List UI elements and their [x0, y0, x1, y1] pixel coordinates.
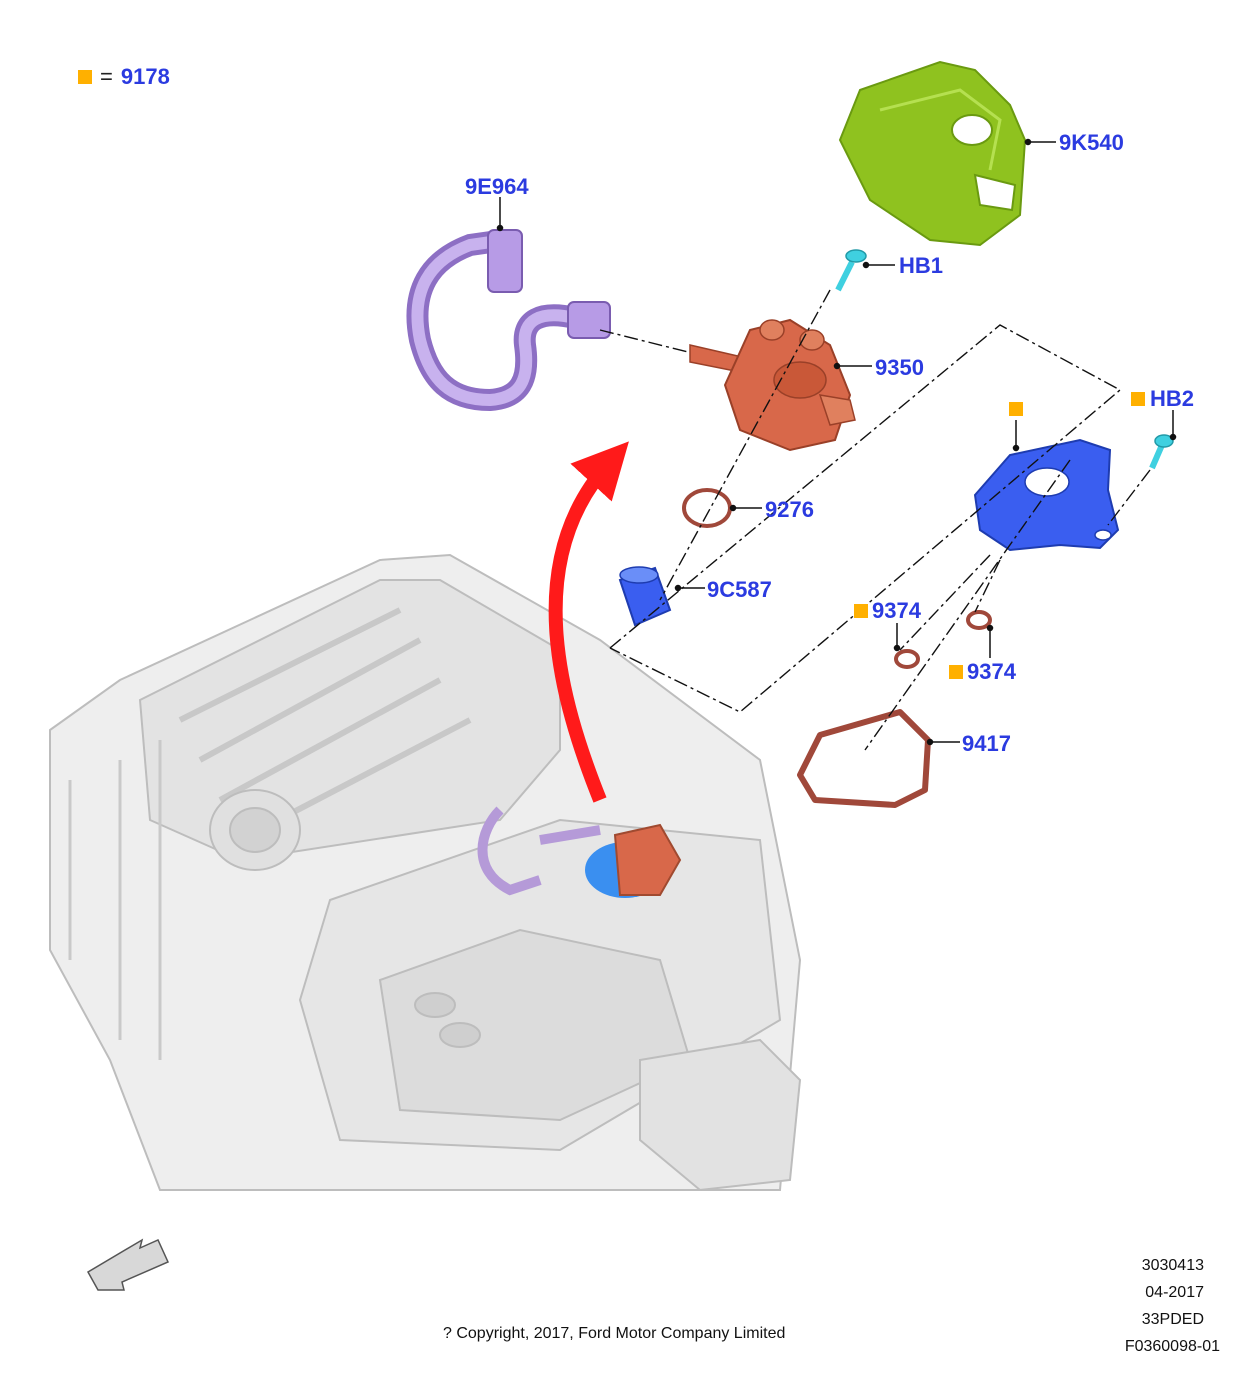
marker-9374-lower-label: [949, 665, 963, 679]
marker-adapter-plate: [1009, 402, 1023, 416]
bolt-HB1: [835, 249, 867, 292]
callout-9350: 9350: [875, 355, 924, 380]
installation-arrow: [548, 441, 629, 803]
legend-marker: [78, 70, 92, 84]
bolt-HB2: [1149, 434, 1174, 470]
callout-HB1: HB1: [899, 253, 944, 278]
callout-9C587: 9C587: [707, 577, 772, 602]
drawing-metadata: 3030413 04-2017 33PDED F0360098-01: [1125, 1252, 1220, 1360]
marker-HB2: [1131, 392, 1145, 406]
engine-assembly: [49, 553, 802, 1192]
high-pressure-pump-9350: [689, 318, 856, 452]
drawing-date: 04-2017: [1145, 1284, 1204, 1301]
callout-9276: 9276: [765, 497, 814, 522]
pump-cover-9K540: [838, 60, 1027, 247]
copyright-notice: ? Copyright, 2017, Ford Motor Company Li…: [443, 1325, 786, 1342]
gasket-9417: [797, 709, 931, 808]
tappet-9C587: [618, 566, 672, 627]
o-ring-9276: [682, 488, 732, 528]
drawing-code: 33PDED: [1141, 1311, 1204, 1328]
seal-9374-upper: [966, 610, 992, 630]
callout-9K540: 9K540: [1059, 130, 1124, 155]
installed-pump: [477, 806, 682, 898]
legend-part-number: 9178: [120, 64, 170, 89]
legend: = 9178: [78, 64, 170, 90]
fuel-hose-9E964: [406, 229, 611, 412]
assembly-center-lines: [599, 289, 1151, 751]
callout-HB2: HB2: [1150, 386, 1195, 411]
leader-lines: [496, 138, 1177, 746]
marker-9374-upper-label: [854, 604, 868, 618]
callout-9374-b: 9374: [967, 659, 1016, 684]
callout-9E964: 9E964: [465, 174, 529, 199]
callout-9374-a: 9374: [872, 598, 921, 623]
figure-id: F0360098-01: [1124, 1338, 1220, 1355]
orientation-arrow-icon: [86, 1238, 169, 1291]
drawing-number: 3030413: [1141, 1257, 1204, 1274]
legend-equals: =: [100, 64, 113, 89]
seal-9374-lower: [894, 649, 920, 669]
adapter-plate: [973, 438, 1120, 552]
callout-9417: 9417: [962, 731, 1011, 756]
